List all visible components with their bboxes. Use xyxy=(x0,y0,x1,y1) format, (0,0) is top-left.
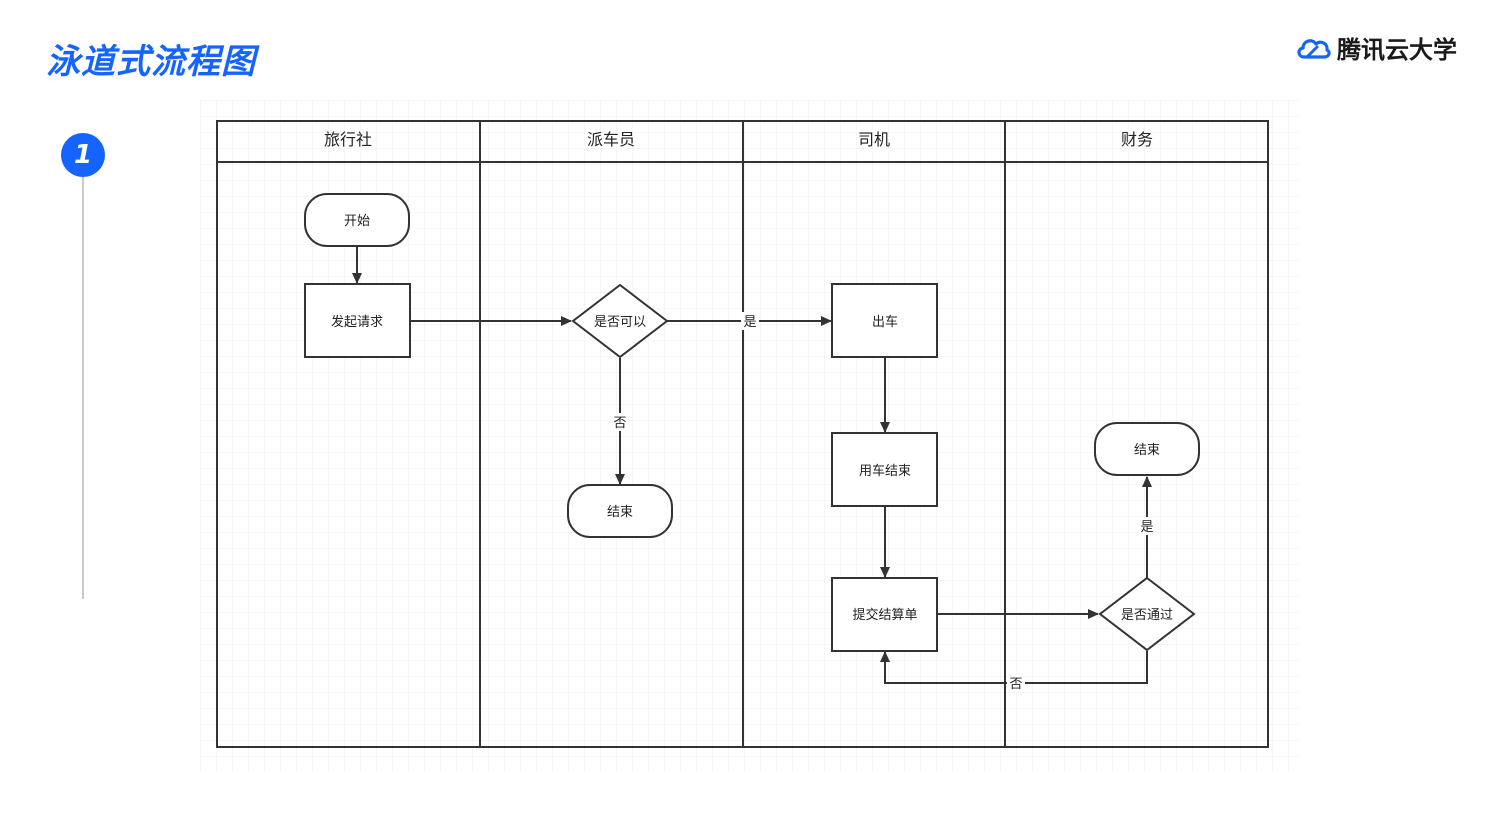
node-depart-label: 出车 xyxy=(872,314,898,330)
node-end-dispatcher-label: 结束 xyxy=(607,505,633,520)
node-decision-approved xyxy=(1098,576,1196,652)
brand-name: 腾讯云大学 xyxy=(1337,36,1457,64)
node-start xyxy=(304,193,410,247)
node-end-finance xyxy=(1094,422,1200,476)
node-decision-available-label: 是否可以 xyxy=(594,315,646,330)
edge-label-yes-approved: 是 xyxy=(1140,520,1153,535)
node-usage-end-label: 用车结束 xyxy=(859,463,911,479)
node-decision-approved-label: 是否通过 xyxy=(1121,608,1173,623)
lane-header-finance: 财务 xyxy=(1121,130,1153,149)
node-end-finance-label: 结束 xyxy=(1134,443,1160,458)
step-badge: 1 xyxy=(61,133,105,177)
node-decision-available xyxy=(571,283,669,359)
node-request xyxy=(304,283,411,358)
edge-label-no-available: 否 xyxy=(613,416,626,431)
step-timeline-line xyxy=(82,177,84,599)
lane-header-travel-agency: 旅行社 xyxy=(324,130,372,149)
lane-header-dispatcher: 派车员 xyxy=(587,130,635,149)
edge-label-no-approved: 否 xyxy=(1009,677,1022,692)
page-title: 泳道式流程图 xyxy=(46,42,256,82)
node-usage-end xyxy=(831,432,938,507)
swimlane-frame xyxy=(216,120,1269,748)
brand-logo: 腾讯云大学 xyxy=(1295,30,1457,65)
node-submit-bill-label: 提交结算单 xyxy=(852,607,917,623)
node-start-label: 开始 xyxy=(344,214,370,229)
node-request-label: 发起请求 xyxy=(331,314,383,330)
node-depart xyxy=(831,283,938,358)
node-submit-bill xyxy=(831,577,938,652)
cloud-icon xyxy=(1297,38,1331,59)
node-end-dispatcher xyxy=(567,484,673,538)
lane-header-driver: 司机 xyxy=(858,130,890,149)
edge-label-yes-available: 是 xyxy=(743,315,756,330)
